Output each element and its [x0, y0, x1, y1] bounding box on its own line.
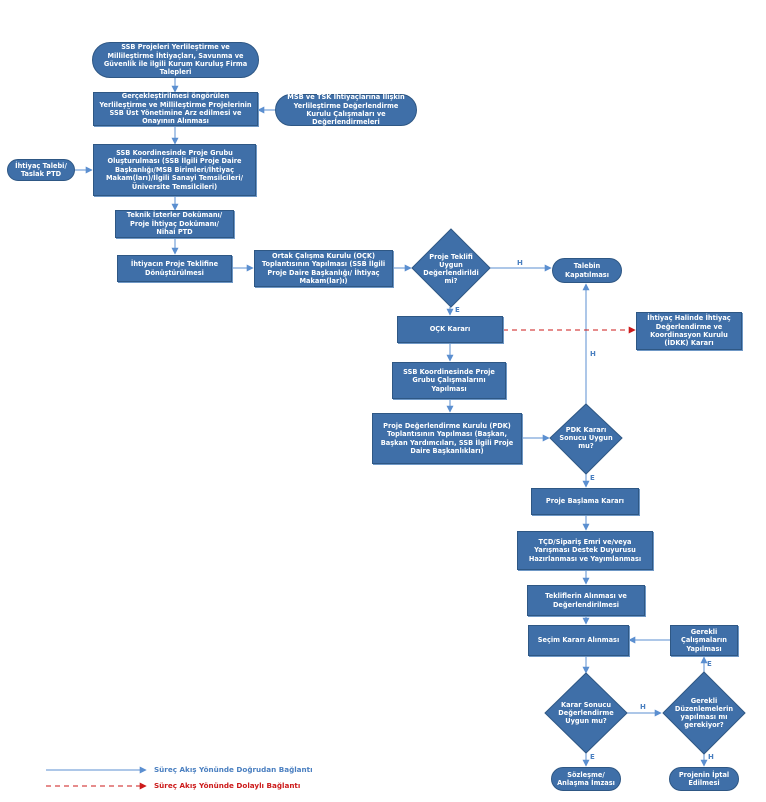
project-group-work-node: SSB Koordinesinde Proje Grubu Çalışmalar… [392, 362, 506, 399]
legend-direct-text: Süreç Akış Yönünde Doğrudan Bağlantı [154, 765, 313, 774]
edge-label-yes-d3: E [590, 753, 595, 761]
rfp-publish-node: TÇD/Sipariş Emri ve/veya Yarışması Deste… [517, 531, 653, 570]
offers-evaluation-node: Tekliflerin Alınması ve Değerlendirilmes… [527, 585, 645, 616]
edge-label-no-d1: H [517, 259, 523, 267]
decision-diamond-3 [544, 672, 628, 754]
proposal-conversion-node: İhtiyacın Proje Teklifine Dönüştürülmesi [117, 255, 232, 282]
legend-indirect-text: Süreç Akış Yönünde Dolaylı Bağlantı [154, 781, 301, 790]
technical-docs-node: Teknik İsterler Dokümanı/ Proje İhtiyaç … [115, 210, 234, 238]
evaluation-board-node: MSB ve TSK İhtiyaçlarına İlişkin Yerlile… [275, 93, 417, 126]
decision-2-label: PDK Kararı Sonucu Uygun mu? [559, 425, 613, 451]
decision-diamond-1 [411, 228, 491, 308]
edge-label-yes-d1: E [455, 306, 460, 314]
edge-label-yes-d4: E [707, 660, 712, 668]
approval-node: Gerçekleştirilmesi öngörülen Yerlileştir… [93, 92, 258, 126]
ock-decision-node: OÇK Kararı [397, 316, 503, 343]
decision-diamond-2 [549, 403, 623, 475]
project-start-node: Proje Başlama Kararı [531, 488, 639, 515]
edge-label-no-d4: H [708, 753, 714, 761]
edge-label-no-d2: H [590, 350, 596, 358]
required-work-node: Gerekli Çalışmaların Yapılması [670, 625, 738, 656]
contract-signing-node: Sözleşme/ Anlaşma İmzası [551, 767, 621, 791]
decision-diamond-4 [662, 671, 746, 755]
close-request-node: Talebin Kapatılması [552, 258, 622, 283]
ock-meeting-node: Ortak Çalışma Kurulu (OÇK) Toplantısının… [254, 250, 393, 287]
project-group-node: SSB Koordinesinde Proje Grubu Oluşturulm… [93, 144, 256, 196]
decision-3-label: Karar Sonucu Değerlendirme Uygun mu? [558, 700, 614, 726]
need-request-node: İhtiyaç Talebi/ Taslak PTD [7, 159, 75, 181]
idkk-decision-node: İhtiyaç Halinde İhtiyaç Değerlendirme ve… [636, 312, 742, 350]
project-cancel-node: Projenin İptal Edilmesi [669, 767, 739, 791]
edge-label-yes-d2: E [590, 474, 595, 482]
demand-sources-node: SSB Projeleri Yerlileştirme ve Millileşt… [92, 42, 259, 78]
pdk-meeting-node: Proje Değerlendirme Kurulu (PDK) Toplant… [372, 413, 522, 464]
decision-4-label: Gerekli Düzenlemelerin yapılması mı gere… [674, 696, 734, 730]
decision-1-label: Proje Teklifi Uygun Değerlendirildi mi? [423, 252, 479, 286]
selection-decision-node: Seçim Kararı Alınması [528, 625, 629, 656]
edge-label-no-d3: H [640, 703, 646, 711]
